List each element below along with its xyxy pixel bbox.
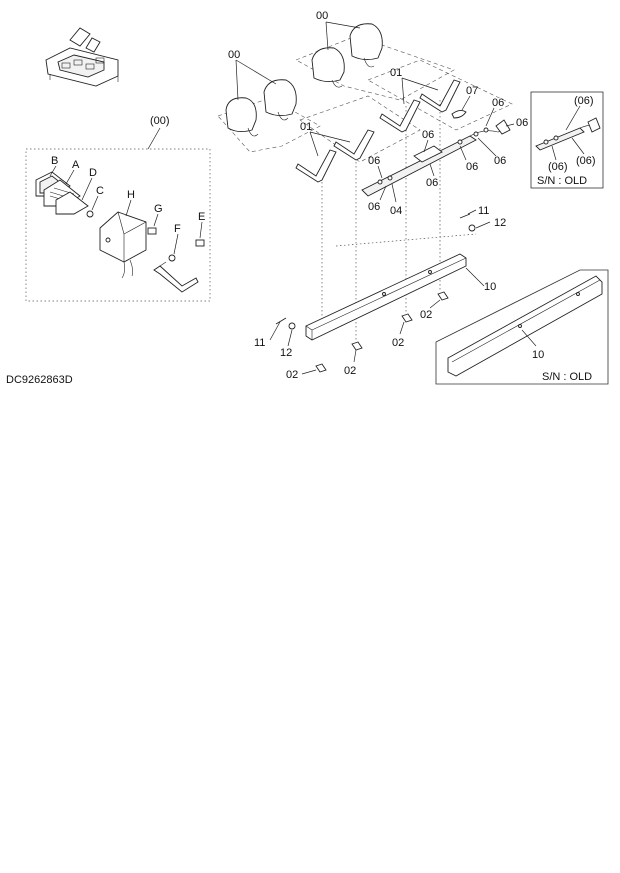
inset-callout-06-c: (06) [576,155,596,167]
callout-00-front: 00 [228,49,240,61]
bracket-front-right [333,129,375,161]
machine-thumbnail [45,27,119,87]
kit-letter-c: C [96,185,104,197]
inset-callout-06-b: (06) [548,161,568,173]
kit-letter-e: E [198,211,205,223]
callout-06-h: 06 [516,117,528,129]
inset-harness-old: (06) (06) (06) S/N : OLD [530,91,604,189]
callout-02-mid: 02 [344,365,356,377]
callout-01-rear: 01 [390,67,402,79]
kit-letter-f: F [174,223,181,235]
callout-07: 07 [466,85,478,97]
kit-housing [99,199,147,279]
callout-10-old: 10 [532,349,544,361]
lamp-front-right [263,79,297,121]
kit-bolt-e [195,221,205,247]
callout-12-left: 12 [280,347,292,359]
inset-note-harness: S/N : OLD [537,175,587,187]
callout-01-front: 01 [300,121,312,133]
callout-12-right: 12 [494,217,506,229]
inset-callout-06-a: (06) [574,95,594,107]
bracket-front-left [295,149,337,183]
callout-06-f: 06 [494,155,506,167]
band: 07 [451,85,478,119]
kit-detail: (00) [25,115,211,302]
clip-callouts: 06 06 06 06 06 06 06 06 [368,97,528,213]
callout-11-left: 11 [254,337,265,349]
nut-right: 02 [420,291,449,321]
kit-nut-f [168,233,179,262]
kit-letter-h: H [127,189,135,201]
callout-06-d: 06 [426,177,438,189]
callout-10-main: 10 [484,281,496,293]
bracket-rear-right [419,79,461,113]
kit-letter-b: B [51,155,58,167]
callout-06-g: 06 [466,161,478,173]
callout-06-a: 06 [368,155,380,167]
nut-left: 02 [286,363,327,381]
nut-mid: 02 [344,341,363,377]
kit-letter-d: D [89,167,97,179]
callout-06-b: 06 [368,201,380,213]
kit-letter-a: A [72,159,80,171]
fasteners-left: 11 12 [254,317,296,359]
callout-06-e: 06 [492,97,504,109]
bar-main: 10 [305,253,496,341]
callout-02-right: 02 [420,309,432,321]
kit-gasket [55,177,93,215]
kit-screw-c [86,195,99,218]
callout-04: 04 [390,205,402,217]
lamp-rear-left [311,47,345,88]
callout-00-rear: 00 [316,10,328,22]
lamp-rear-right [349,23,383,68]
inset-note-bar: S/N : OLD [542,371,592,383]
bracket-rear-left [379,99,421,133]
kit-letter-g: G [154,203,163,215]
kit-bolt-g [147,213,159,235]
kit-bracket [153,261,199,293]
lamp-front-left [225,97,259,137]
callout-06-c: 06 [422,129,434,141]
callout-02-mid-right: 02 [392,337,404,349]
kit-label: (00) [150,115,170,127]
inset-bar-old: 10 S/N : OLD [435,269,609,385]
callout-11-right: 11 [478,205,489,217]
callout-02-left: 02 [286,369,298,381]
drawing-code: DC9262863D [6,374,73,386]
nut-mid-right: 02 [392,313,413,349]
wire-harness: 04 [361,119,511,217]
fasteners-right: 11 12 [459,205,506,232]
